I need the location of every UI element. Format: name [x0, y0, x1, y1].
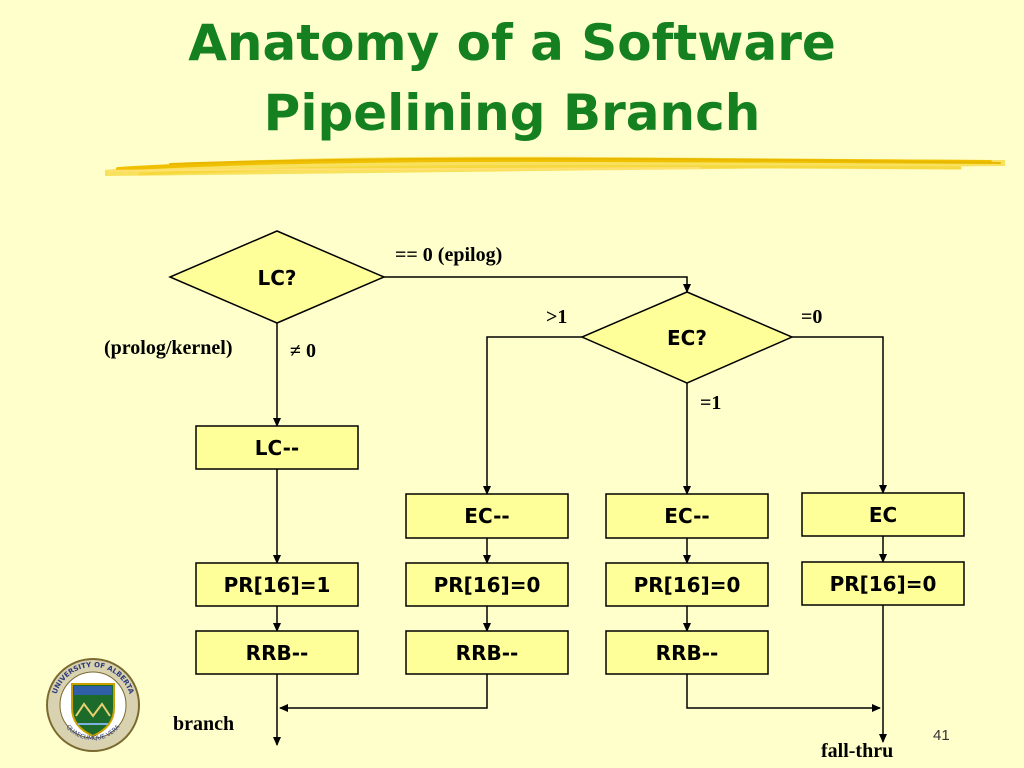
edge-rrb-a-to-branch	[279, 674, 488, 712]
box-rrb-b: RRB--	[605, 630, 769, 675]
box-rrb-left: RRB--	[195, 630, 359, 675]
box-pr-b: PR[16]=0	[605, 562, 769, 607]
label-prolog-kernel: (prolog/kernel)	[104, 337, 233, 359]
box-pr-c: PR[16]=0	[801, 561, 965, 606]
label-ec-eq0: =0	[801, 306, 822, 328]
box-pr-b-label: PR[16]=0	[634, 573, 741, 597]
decision-ec-label: EC?	[667, 326, 707, 350]
box-rrb-a-label: RRB--	[456, 641, 519, 665]
label-branch: branch	[173, 713, 234, 735]
box-lc-dec-label: LC--	[255, 436, 299, 460]
box-ec-dec-a: EC--	[405, 493, 569, 539]
label-ec-eq1: =1	[700, 392, 721, 414]
box-pr-c-label: PR[16]=0	[830, 572, 937, 596]
label-ec-gt1: >1	[546, 306, 567, 328]
box-ec-keep: EC	[801, 492, 965, 537]
edge-lc-zero	[384, 276, 691, 293]
slide-title-line-1: Anatomy of a Software	[188, 14, 836, 72]
box-pr-set1-label: PR[16]=1	[224, 573, 331, 597]
box-pr-set1: PR[16]=1	[195, 562, 359, 607]
label-lc-nonzero: ≠ 0	[290, 340, 316, 362]
label-fall-thru: fall-thru	[821, 740, 893, 762]
box-ec-dec-b: EC--	[605, 493, 769, 539]
title-underline	[105, 156, 1005, 176]
box-rrb-b-label: RRB--	[656, 641, 719, 665]
box-ec-keep-label: EC	[869, 503, 897, 527]
box-lc-dec: LC--	[195, 425, 359, 470]
box-pr-a-label: PR[16]=0	[434, 573, 541, 597]
decision-ec: EC?	[580, 291, 794, 384]
edge-ec-eq0	[792, 336, 887, 494]
edge-rrb-b-to-fallthru	[686, 674, 881, 712]
decision-lc-label: LC?	[257, 266, 296, 290]
university-crest-logo: UNIVERSITY OF ALBERTA QUAECUMQUE VERA	[46, 658, 140, 752]
box-ec-dec-a-label: EC--	[464, 504, 509, 528]
slide-title-line-2: Pipelining Branch	[263, 84, 761, 142]
box-pr-a: PR[16]=0	[405, 562, 569, 607]
connectors	[273, 276, 887, 746]
label-lc-zero: == 0 (epilog)	[395, 244, 502, 266]
box-rrb-a: RRB--	[405, 630, 569, 675]
box-rrb-left-label: RRB--	[246, 641, 309, 665]
decision-lc: LC?	[168, 230, 386, 324]
page-number: 41	[933, 727, 950, 744]
box-ec-dec-b-label: EC--	[664, 504, 709, 528]
edge-ec-gt1	[483, 336, 582, 495]
